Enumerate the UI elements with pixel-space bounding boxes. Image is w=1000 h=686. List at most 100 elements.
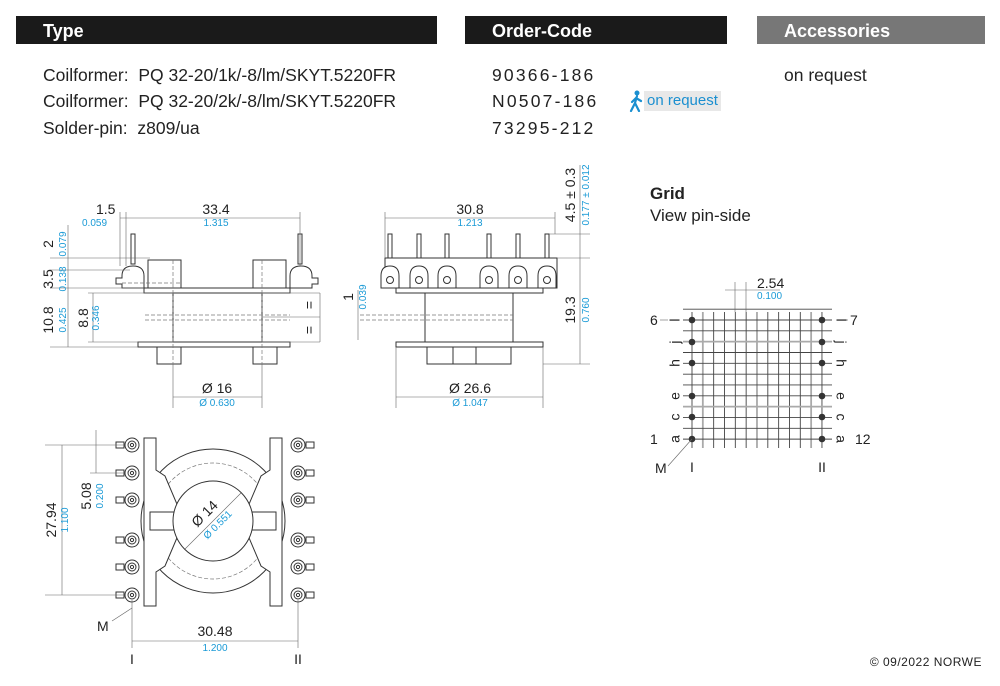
pin-stub — [305, 496, 315, 504]
on-request-badge[interactable]: on request — [628, 90, 721, 112]
pin-center — [295, 537, 301, 543]
dim-flange-diameter: Ø 26.6 — [449, 380, 491, 396]
dim-offset-inch: 0.039 — [358, 284, 369, 309]
pin-stub — [115, 496, 125, 504]
copyright: © 09/2022 NORWE — [869, 655, 982, 669]
type-value: PQ 32-20/1k/-8/lm/SKYT.5220FR — [138, 65, 397, 85]
order-code-2: N0507-186 — [492, 91, 599, 111]
pin-dot — [818, 316, 826, 324]
dim-front-width-inch: 1.213 — [457, 218, 482, 229]
grid-pitch-inch: 0.100 — [757, 291, 782, 302]
dim-winding-height: 8.8 — [75, 308, 91, 328]
dim-flange-height: 3.5 — [40, 269, 56, 289]
type-value: z809/ua — [137, 118, 200, 138]
dim-pin-length-inch: 0.079 — [58, 231, 69, 256]
dim-pin-protrusion: 4.5 ± 0.3 — [562, 168, 578, 223]
grid-row-letter: h — [667, 359, 683, 367]
type-header: Type — [16, 16, 437, 44]
pin-center — [129, 442, 135, 448]
grid-row-letter: j — [667, 340, 683, 344]
pin-label-7: 7 — [850, 312, 858, 328]
accessories-value: on request — [784, 65, 867, 85]
pin-stub — [305, 469, 315, 477]
dim-row-spacing-inch: 1.200 — [202, 643, 227, 654]
pin-stub — [115, 536, 125, 544]
pin-hole — [543, 276, 551, 284]
dim-equal-bottom: = — [301, 326, 317, 334]
row-label-1: I — [130, 651, 134, 667]
grid-row-letter: c — [667, 414, 683, 421]
grid-pitch: 2.54 — [757, 275, 784, 291]
pin-dot — [818, 392, 826, 400]
pin-hole — [415, 276, 423, 284]
pin-stub — [305, 441, 315, 449]
dim-flange-diameter-inch: Ø 1.047 — [452, 398, 488, 409]
pin-stub — [115, 563, 125, 571]
grid-row-letter: j — [833, 339, 849, 343]
dim-body-height: 10.8 — [40, 306, 56, 333]
pin-center — [295, 497, 301, 503]
dim-pin-pitch: 5.08 — [78, 482, 94, 509]
front-view-drawing: 30.8 1.213 4.5 ± 0.3 0.177 ± 0.012 1 0.0… — [340, 164, 592, 409]
dim-width-inch: 1.315 — [203, 218, 228, 229]
dim-body-height-inch: 0.425 — [58, 307, 69, 332]
pin-stub — [305, 536, 315, 544]
grid-row-letter: e — [833, 392, 849, 400]
pin-dot — [818, 413, 826, 421]
pin-stub — [305, 563, 315, 571]
pin-dot — [818, 338, 826, 346]
grid-marking-m: M — [655, 460, 667, 476]
type-label: Coilformer: — [43, 91, 129, 111]
accessories-header: Accessories — [757, 16, 985, 44]
pin-center — [295, 470, 301, 476]
pin-dot — [688, 392, 696, 400]
pin-stub — [305, 591, 315, 599]
dim-equal-top: = — [301, 301, 317, 309]
type-row-2: Coilformer: PQ 32-20/2k/-8/lm/SKYT.5220F… — [43, 91, 396, 112]
pin-hole — [443, 276, 451, 284]
pin-dot — [818, 435, 826, 443]
marking-m: M — [97, 618, 109, 634]
dim-pin-span-inch: 1.100 — [60, 507, 71, 532]
grid-row-letter: a — [667, 435, 683, 443]
dim-front-width: 30.8 — [456, 201, 483, 217]
type-label: Solder-pin: — [43, 118, 128, 138]
pin-center — [295, 442, 301, 448]
order-code-header: Order-Code — [465, 16, 727, 44]
dim-width: 33.4 — [202, 201, 229, 217]
pin-label-12: 12 — [855, 431, 871, 447]
dim-pin-length: 2 — [40, 240, 56, 248]
grid-row-letter: c — [833, 414, 849, 421]
dim-total-height-inch: 0.760 — [581, 297, 592, 322]
pin-center — [129, 497, 135, 503]
grid-row-label-2: II — [818, 459, 826, 475]
grid-row-letter: l — [667, 318, 683, 321]
dim-pin-pitch-inch: 0.200 — [95, 483, 106, 508]
type-row-1: Coilformer: PQ 32-20/1k/-8/lm/SKYT.5220F… — [43, 65, 396, 86]
order-code-3: 73295-212 — [492, 118, 596, 138]
pin-label-1: 1 — [650, 431, 658, 447]
dim-core-diameter-inch: Ø 0.630 — [199, 398, 235, 409]
pin-center — [129, 537, 135, 543]
row-label-2: II — [294, 651, 302, 667]
grid-row-letter: a — [833, 435, 849, 443]
pin-dot — [688, 338, 696, 346]
dim-total-height: 19.3 — [562, 296, 578, 323]
grid-title: Grid — [650, 184, 685, 203]
grid-row-label-1: I — [690, 459, 694, 475]
dim-pin-span: 27.94 — [43, 502, 59, 537]
pin-center — [129, 592, 135, 598]
walking-person-icon — [629, 90, 643, 112]
type-value: PQ 32-20/2k/-8/lm/SKYT.5220FR — [138, 91, 397, 111]
dim-winding-height-inch: 0.346 — [91, 305, 102, 330]
dim-flange-height-inch: 0.138 — [58, 266, 69, 291]
pin-dot — [688, 413, 696, 421]
pin-hole — [386, 276, 394, 284]
pin-dot — [818, 359, 826, 367]
dim-core-diameter: Ø 16 — [202, 380, 233, 396]
dim-offset: 1 — [340, 293, 356, 301]
grid-row-letter: h — [833, 359, 849, 367]
side-view-drawing: 1.5 0.059 33.4 1.315 2 0.079 3.5 0.138 1… — [40, 201, 321, 409]
